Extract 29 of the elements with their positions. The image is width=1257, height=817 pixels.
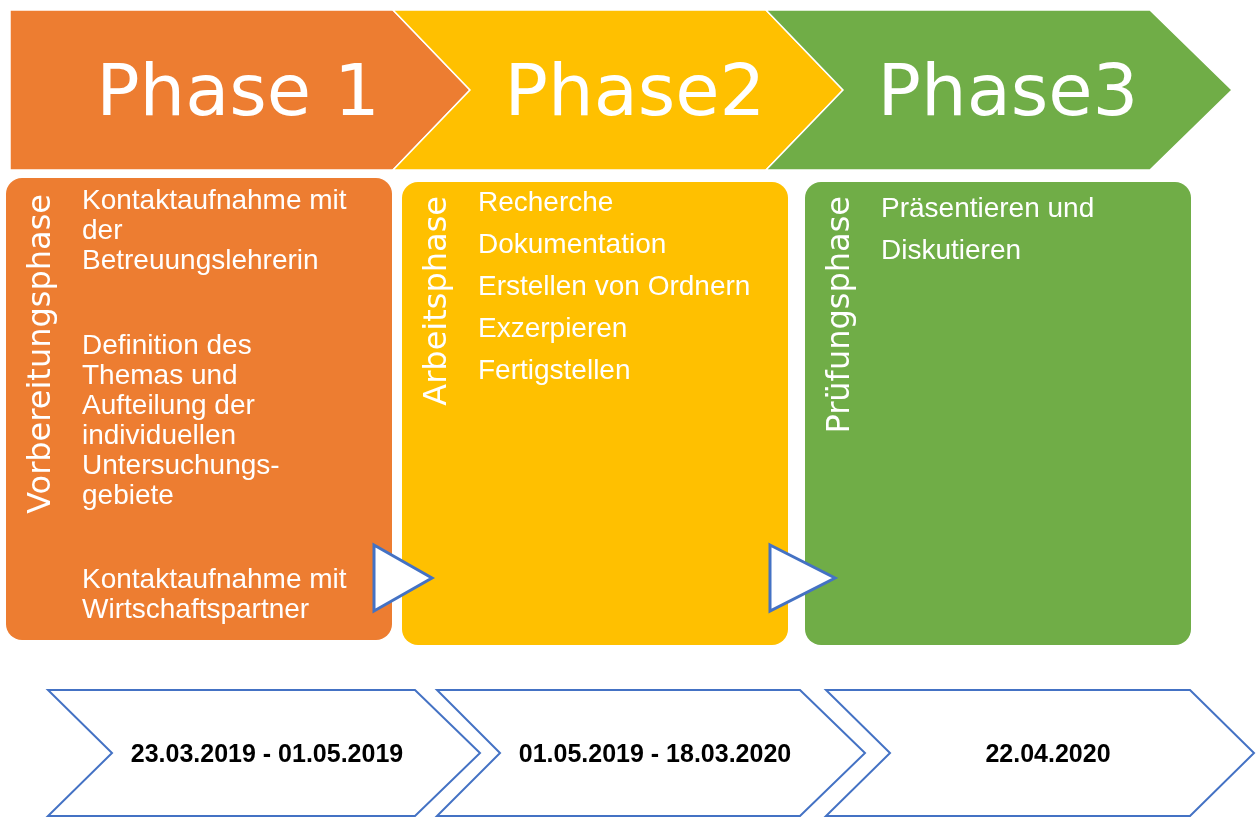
date-range: 22.04.2020 <box>985 738 1111 768</box>
phase-title: Phase3 <box>877 48 1139 132</box>
task-text: Definition des Themas und Aufteilung der individuellen Untersuchungs-gebiete <box>82 330 281 510</box>
phase-header-banner <box>10 10 470 170</box>
phase-header-banner <box>393 10 843 170</box>
arrow-triangle <box>372 542 436 614</box>
task-text: Präsentieren und Diskutieren <box>881 191 1096 267</box>
phase-title: Phase 1 <box>96 48 380 132</box>
phase-heading: Arbeitsphase <box>416 196 454 406</box>
task-text: Fertigstellen <box>478 355 632 385</box>
phase-heading: Prüfungsphase <box>819 196 857 434</box>
date-banner <box>48 690 480 816</box>
date-banner <box>826 690 1254 816</box>
task-text: Kontaktaufnahme mit Wirtschaftspartner <box>82 564 348 624</box>
date-range: 01.05.2019 - 18.03.2020 <box>518 738 792 768</box>
task-text: Exzerpieren <box>478 313 629 343</box>
task-text: Dokumentation <box>478 229 668 259</box>
task-text: Kontaktaufnahme mit der Betreuungslehrerin <box>82 185 348 275</box>
phase-heading: Vorbereitungsphase <box>20 194 58 514</box>
phase-card <box>6 178 392 640</box>
task-text: Erstellen von Ordnern <box>478 271 752 301</box>
phase-title: Phase2 <box>504 48 766 132</box>
arrow-triangle <box>768 542 839 614</box>
phase-card <box>402 182 788 645</box>
date-banner <box>437 690 865 816</box>
phase-header-banner <box>766 10 1232 170</box>
date-range: 23.03.2019 - 01.05.2019 <box>130 738 404 768</box>
task-text: Recherche <box>478 187 615 217</box>
phase-card <box>805 182 1191 645</box>
